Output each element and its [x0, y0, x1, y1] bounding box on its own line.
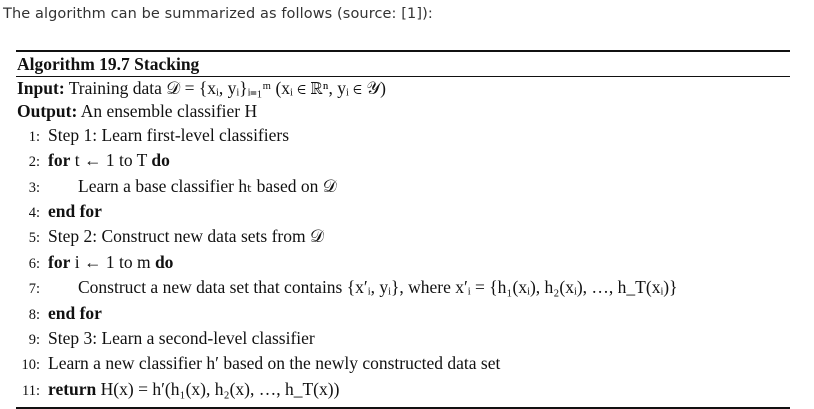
line-text: Construct a new data set that contains {… [78, 277, 678, 298]
line-number: 9: [28, 332, 40, 349]
line-text: t ← 1 to T [74, 150, 148, 171]
algo-line-5: 5: Step 2: Construct new data sets from 𝒟 [16, 225, 790, 250]
line-keyword: end for [48, 302, 102, 323]
title-rule [16, 76, 790, 77]
line-text: Learn a new classifier h′ based on the n… [48, 353, 501, 374]
line-text: i ← 1 to m [74, 251, 151, 272]
algo-line-11: 11: return H(x) = h′(h₁(x), h₂(x), …, h_T… [16, 378, 790, 403]
line-keyword: end for [48, 201, 102, 222]
line-number: 8: [28, 306, 40, 323]
line-number: 2: [28, 154, 40, 171]
line-number: 11: [22, 382, 40, 399]
output-text: An ensemble classifier H [80, 101, 258, 122]
input-label: Input: [17, 78, 65, 98]
line-text: Step 3: Learn a second-level classifier [48, 328, 315, 349]
algo-line-6: 6: for i ← 1 to m do [16, 251, 790, 276]
input-text: Training data 𝒟 = {xᵢ, yᵢ}ᵢ₌₁ᵐ (xᵢ ∈ ℝⁿ,… [68, 78, 386, 98]
algo-line-4: 4: end for [16, 200, 790, 225]
line-text: Learn a base classifier hₜ based on 𝒟 [78, 175, 337, 196]
output-label: Output: [17, 101, 78, 122]
algo-line-7: 7: Construct a new data set that contains… [16, 276, 790, 301]
output-line: Output: An ensemble classifier H [16, 100, 790, 123]
line-number: 10: [21, 357, 40, 374]
line-text: Step 2: Construct new data sets from 𝒟 [48, 226, 324, 247]
top-rule [16, 50, 790, 52]
line-number: 6: [28, 255, 40, 272]
line-keyword: return [48, 378, 97, 399]
algorithm-title: Algorithm 19.7 Stacking [17, 54, 200, 74]
algo-line-2: 2: for t ← 1 to T do [16, 149, 790, 174]
algo-line-8: 8: end for [16, 302, 790, 327]
line-number: 5: [28, 230, 40, 247]
line-number: 3: [28, 179, 40, 196]
line-keyword: for [48, 251, 71, 272]
input-line: Input: Training data 𝒟 = {xᵢ, yᵢ}ᵢ₌₁ᵐ (x… [16, 77, 790, 100]
algorithm-box: Algorithm 19.7 Stacking Input: Training … [16, 50, 790, 409]
algo-line-9: 9: Step 3: Learn a second-level classifie… [16, 327, 790, 352]
line-text: Step 1: Learn first-level classifiers [48, 124, 290, 145]
line-keyword-end: do [154, 251, 174, 272]
line-number: 1: [28, 128, 40, 145]
line-keyword: for [48, 150, 71, 171]
line-keyword-end: do [151, 150, 170, 171]
algo-line-1: 1: Step 1: Learn first-level classifiers [16, 124, 790, 149]
line-number: 7: [28, 281, 40, 298]
line-number: 4: [28, 205, 40, 222]
algo-line-3: 3: Learn a base classifier hₜ based on 𝒟 [16, 175, 790, 200]
algo-line-10: 10: Learn a new classifier h′ based on th… [16, 352, 790, 377]
line-text: H(x) = h′(h₁(x), h₂(x), …, h_T(x)) [100, 378, 340, 399]
intro-text: The algorithm can be summarized as follo… [3, 6, 433, 22]
